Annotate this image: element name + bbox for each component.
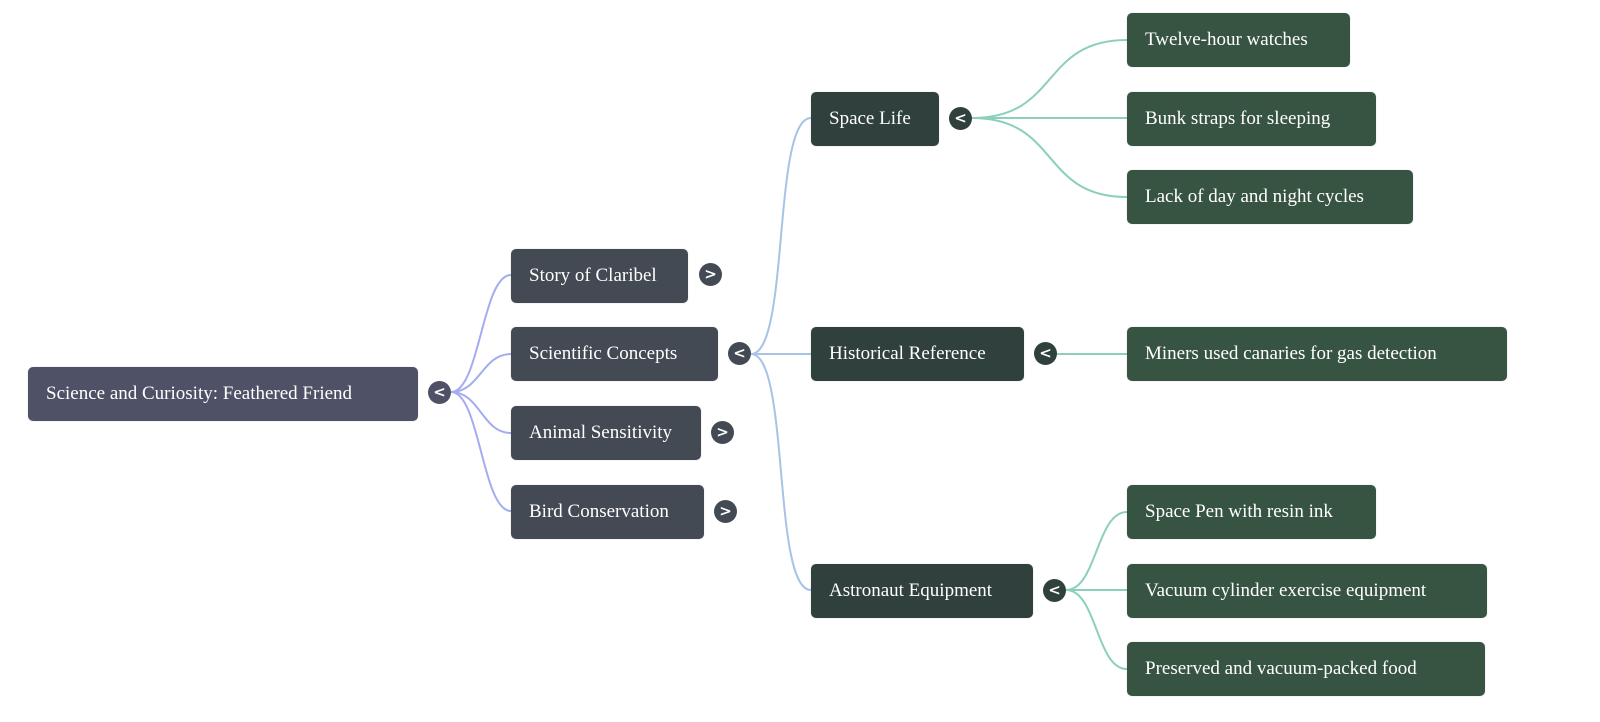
node-astronaut-equipment[interactable]: Astronaut Equipment (811, 564, 1033, 618)
node-twelve-hour-watches[interactable]: Twelve-hour watches (1127, 13, 1350, 67)
edge-root-bird-conservation (450, 391, 512, 512)
node-bunk-straps[interactable]: Bunk straps for sleeping (1127, 92, 1376, 146)
collapse-toggle-scientific-concepts[interactable]: < (728, 342, 751, 365)
node-animal-sensitivity[interactable]: Animal Sensitivity (511, 406, 701, 460)
edge-astronaut-preserved-food (1065, 589, 1128, 670)
node-historical-reference[interactable]: Historical Reference (811, 327, 1024, 381)
collapse-toggle-space-life[interactable]: < (949, 107, 972, 130)
edge-space-life-twelve-hour (971, 39, 1128, 119)
edge-root-scientific-concepts (450, 353, 512, 393)
node-space-pen[interactable]: Space Pen with resin ink (1127, 485, 1376, 539)
collapse-toggle-astronaut-equipment[interactable]: < (1043, 579, 1066, 602)
node-space-life[interactable]: Space Life (811, 92, 939, 146)
chevron-left-icon: < (1039, 344, 1052, 362)
node-label: Lack of day and night cycles (1145, 186, 1364, 207)
chevron-left-icon: < (433, 383, 446, 401)
edge-root-animal-sensitivity (450, 391, 512, 434)
root-node[interactable]: Science and Curiosity: Feathered Friend (28, 367, 418, 421)
node-label: Space Pen with resin ink (1145, 501, 1333, 522)
node-label: Astronaut Equipment (829, 580, 993, 601)
node-label: Bird Conservation (529, 501, 669, 522)
collapse-toggle-root[interactable]: < (428, 381, 451, 404)
node-label: Space Life (829, 108, 911, 129)
node-label: Story of Claribel (529, 265, 657, 286)
node-miners-canaries[interactable]: Miners used canaries for gas detection (1127, 327, 1507, 381)
root-node-label: Science and Curiosity: Feathered Friend (46, 383, 353, 404)
node-label: Animal Sensitivity (529, 422, 673, 443)
expand-toggle-story-of-claribel[interactable]: > (699, 263, 722, 286)
chevron-right-icon: > (716, 423, 729, 441)
node-label: Bunk straps for sleeping (1145, 108, 1331, 129)
edge-astronaut-space-pen (1065, 511, 1128, 591)
edge-scientific-astronaut (750, 353, 812, 591)
node-label: Miners used canaries for gas detection (1145, 343, 1437, 364)
node-label: Preserved and vacuum-packed food (1145, 658, 1417, 679)
node-preserved-food[interactable]: Preserved and vacuum-packed food (1127, 642, 1485, 696)
node-day-night-cycles[interactable]: Lack of day and night cycles (1127, 170, 1413, 224)
edge-root-story-of-claribel (450, 274, 512, 393)
edge-scientific-space-life (750, 117, 812, 355)
chevron-left-icon: < (954, 109, 967, 127)
collapse-toggle-historical-reference[interactable]: < (1034, 342, 1057, 365)
expand-toggle-animal-sensitivity[interactable]: > (711, 421, 734, 444)
chevron-left-icon: < (1048, 581, 1061, 599)
node-story-of-claribel[interactable]: Story of Claribel (511, 249, 688, 303)
chevron-right-icon: > (719, 502, 732, 520)
chevron-left-icon: < (733, 344, 746, 362)
node-label: Historical Reference (829, 343, 986, 364)
edge-space-life-day-night (971, 117, 1128, 198)
chevron-right-icon: > (704, 265, 717, 283)
expand-toggle-bird-conservation[interactable]: > (714, 500, 737, 523)
node-bird-conservation[interactable]: Bird Conservation (511, 485, 704, 539)
node-label: Twelve-hour watches (1145, 29, 1308, 50)
node-scientific-concepts[interactable]: Scientific Concepts (511, 327, 718, 381)
node-label: Scientific Concepts (529, 343, 678, 364)
node-vacuum-cylinder[interactable]: Vacuum cylinder exercise equipment (1127, 564, 1487, 618)
node-label: Vacuum cylinder exercise equipment (1145, 580, 1427, 601)
